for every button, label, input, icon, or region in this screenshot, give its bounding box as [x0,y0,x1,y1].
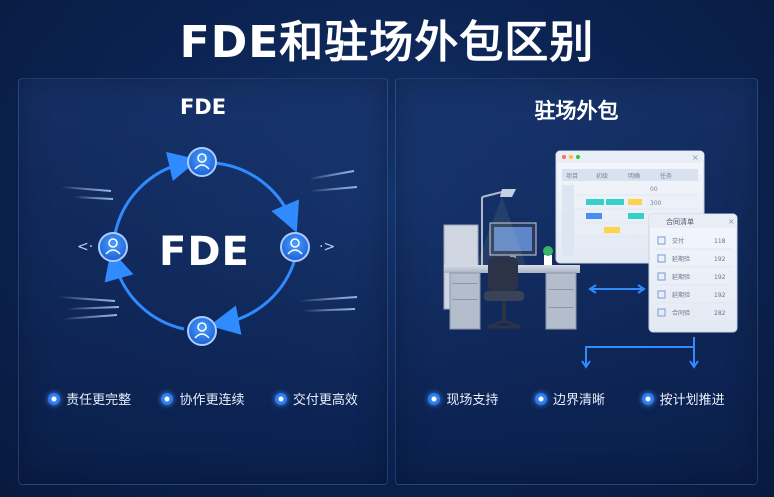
bullet-icon [534,392,547,405]
fde-panel: FDE [18,78,388,485]
contract-row-label: 延期验 [672,291,690,299]
bullet-icon [274,392,287,405]
cubicle-desk [443,189,580,330]
fde-feature-item: 交付更高效 [274,389,358,408]
fde-panel-title: FDE [179,95,227,119]
team-node-right [280,232,310,262]
contract-row-label: 合同验 [672,309,690,317]
fde-cycle-diagram: <· ·> [58,147,358,346]
motion-streaks-right [298,170,358,312]
contract-row-label: 交付 [672,237,684,245]
task-board-header-3: 明确 [628,172,640,180]
page-title: FDE和驻场外包区别 [179,17,595,68]
fde-feature-item: 协作更连续 [161,389,245,408]
onsite-feature-item: 边界清晰 [534,389,605,408]
team-node-bottom [187,316,217,346]
contract-row-value: 192 [714,292,726,299]
contract-rows: 交付 118 延期验 192 延期验 192 延期验 192 合同验 282 [656,236,732,317]
onsite-feature-item: 现场支持 [428,389,498,408]
svg-text:×: × [692,153,699,162]
contract-row-value: 282 [714,310,726,317]
fde-center-label: FDE [159,229,250,275]
bullet-icon [641,392,654,405]
bullet-icon [428,392,441,405]
onsite-feature-item: 按计划推进 [641,389,725,408]
task-board-header-4: 任务 [660,172,672,180]
contract-row-label: 延期验 [672,273,690,281]
task-board-value-1: 00 [650,186,658,193]
task-board-header-1: 项目 [566,173,578,180]
contract-row-value: 192 [714,274,726,281]
onsite-outsourcing-panel: 驻场外包 × [395,78,758,485]
onsite-feature-list: 现场支持 边界清晰 按计划推进 [396,389,757,408]
contract-row-label: 延期验 [672,255,690,263]
contract-list-title: 合同清单 [666,217,694,226]
cycle-arrows [104,151,300,335]
office-chair [484,257,524,329]
task-board-value-2: 300 [650,200,662,207]
fde-feature-list: 责任更完整 协作更连续 交付更高效 [19,389,387,408]
team-node-top [187,147,217,177]
workflow-connector [581,284,699,369]
team-node-left [98,232,128,262]
svg-text:×: × [728,217,735,226]
contract-row-value: 192 [714,256,726,263]
onsite-office-illustration: × 项目 初级 明确 任务 00 300 00 × 合同清单 [443,150,738,369]
contract-row-value: 118 [714,238,726,245]
onsite-panel-title: 驻场外包 [534,99,619,123]
bullet-icon [161,392,174,405]
bullet-icon [48,392,61,405]
svg-text:·>: ·> [319,239,335,255]
motion-streaks-left [58,186,120,320]
task-board-header-2: 初级 [596,172,608,180]
svg-text:<·: <· [77,239,93,255]
fde-feature-item: 责任更完整 [48,389,131,408]
